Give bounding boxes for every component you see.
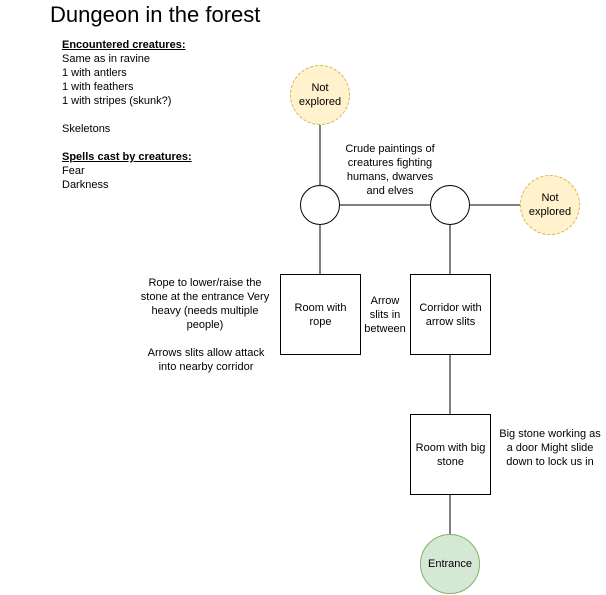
- notes-panel: Encountered creatures: Same as in ravine…: [62, 38, 262, 192]
- node-label: Corridor with arrow slits: [419, 301, 482, 328]
- page-title: Dungeon in the forest: [50, 2, 261, 27]
- skeletons-note: Skeletons: [62, 123, 111, 135]
- creatures-heading: Encountered creatures:: [62, 39, 186, 51]
- creature-item: Same as in ravine: [62, 53, 151, 65]
- creature-item: 1 with antlers: [62, 67, 127, 79]
- spells-heading: Spells cast by creatures:: [62, 151, 192, 163]
- annotation-rope: Rope to lower/raise the stone at the ent…: [140, 277, 270, 331]
- node-label: Not explored: [298, 82, 342, 108]
- node-label: Room with big stone: [415, 441, 486, 468]
- spell-item: Fear: [62, 165, 85, 177]
- annotation-arrows-attack: Arrows slits allow attack into nearby co…: [147, 347, 265, 373]
- annotation-big-stone: Big stone working as a door Might slide …: [499, 428, 601, 468]
- node-room-with-rope: Room with rope: [280, 274, 361, 355]
- junction-right: [430, 185, 470, 225]
- node-label: Not explored: [528, 192, 572, 218]
- node-corridor-arrow-slits: Corridor with arrow slits: [410, 274, 491, 355]
- node-room-big-stone: Room with big stone: [410, 414, 491, 495]
- node-entrance: Entrance: [420, 534, 480, 594]
- creature-item: 1 with feathers: [62, 81, 134, 93]
- node-label: Entrance: [427, 558, 473, 570]
- node-not-explored-top: Not explored: [290, 65, 350, 125]
- node-label: Room with rope: [294, 301, 347, 328]
- node-not-explored-right: Not explored: [520, 175, 580, 235]
- junction-left: [300, 185, 340, 225]
- annotation-paintings: Crude paintings of creatures fighting hu…: [345, 143, 435, 197]
- creature-item: 1 with stripes (skunk?): [62, 95, 172, 107]
- annotation-arrow-slits-between: Arrow slits in between: [364, 295, 406, 335]
- spell-item: Darkness: [62, 179, 109, 191]
